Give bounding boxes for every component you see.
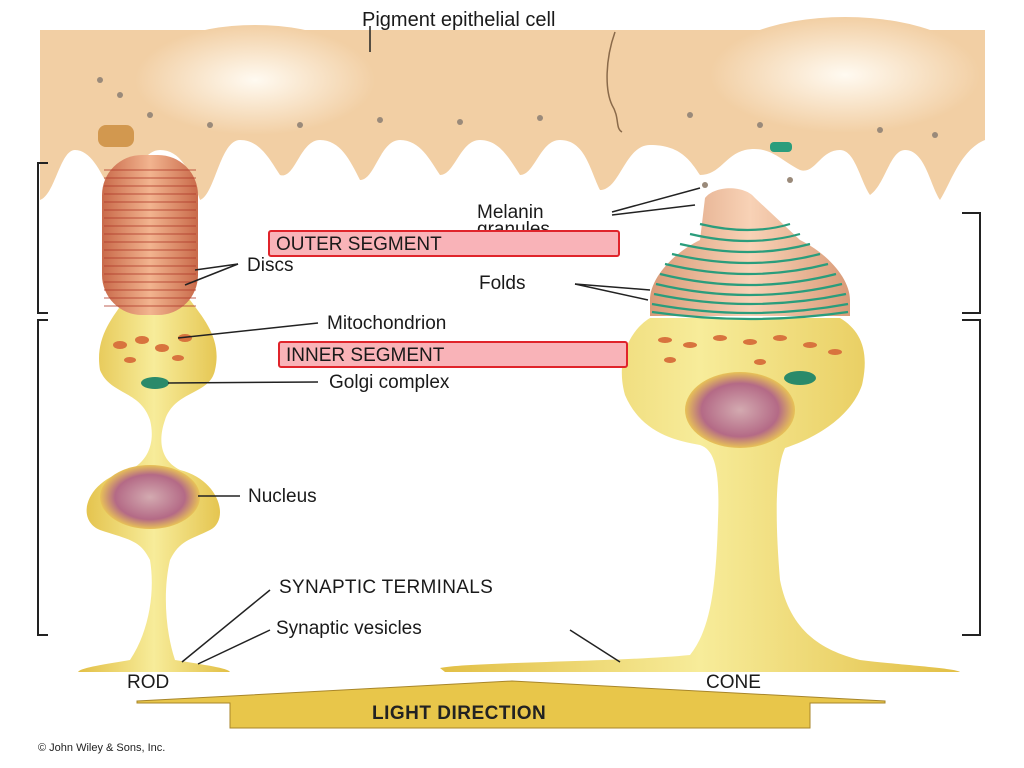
synaptic-terminals-label: SYNAPTIC TERMINALS bbox=[279, 577, 494, 598]
rod-cell bbox=[78, 155, 230, 672]
rod-label: ROD bbox=[127, 672, 170, 693]
cone-mitochondria bbox=[658, 335, 842, 365]
outer-segment-highlight: OUTER SEGMENT bbox=[268, 230, 620, 257]
rod-disc-lines bbox=[104, 169, 196, 307]
pigment-epithelial-cell-label: Pigment epithelial cell bbox=[362, 9, 556, 31]
cone-fold-lines bbox=[651, 222, 849, 321]
copyright-notice: © John Wiley & Sons, Inc. bbox=[38, 742, 166, 754]
cone-label: CONE bbox=[706, 672, 761, 693]
synaptic-vesicles-label: Synaptic vesicles bbox=[276, 618, 422, 639]
nucleus-label: Nucleus bbox=[248, 486, 317, 507]
discs-label: Discs bbox=[247, 255, 294, 276]
golgi-complex-label: Golgi complex bbox=[329, 372, 450, 393]
light-direction-arrow bbox=[136, 680, 886, 729]
pigment-epithelium bbox=[40, 17, 985, 200]
inner-segment-highlight: INNER SEGMENT bbox=[278, 341, 628, 368]
mitochondrion-label: Mitochondrion bbox=[327, 313, 447, 334]
segment-brackets bbox=[37, 162, 981, 636]
light-direction-label: LIGHT DIRECTION bbox=[372, 703, 547, 724]
cone-cell bbox=[440, 188, 960, 672]
folds-label: Folds bbox=[479, 273, 526, 294]
leader-lines bbox=[167, 26, 701, 665]
melanin-granules-label-line1: Melanin bbox=[477, 202, 544, 223]
